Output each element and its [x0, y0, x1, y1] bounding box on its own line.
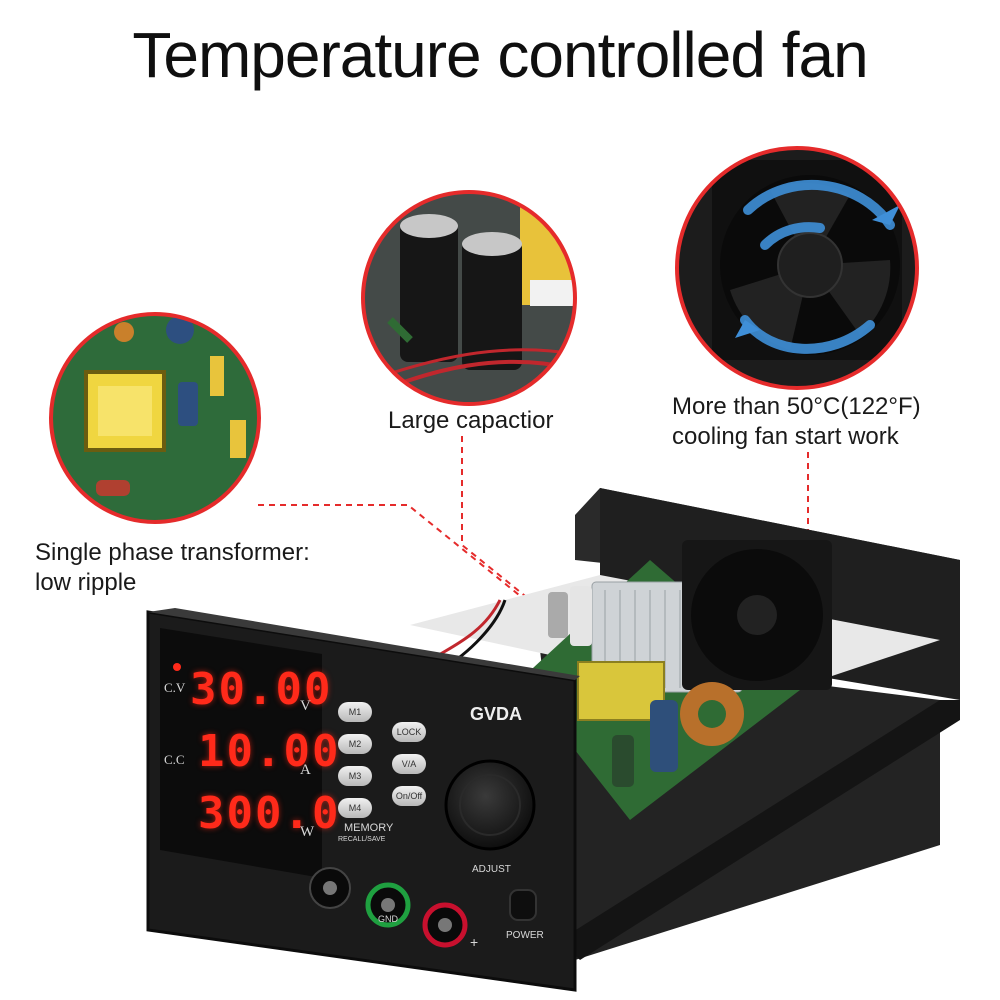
- transformer-leader: [258, 504, 541, 613]
- case-fan: [682, 540, 832, 690]
- capacitor-callout: Large capactior: [388, 407, 554, 434]
- power-button: [509, 889, 537, 921]
- power-label: POWER: [506, 930, 544, 941]
- fan-callout-line-1: More than 50°C(122°F): [672, 393, 921, 420]
- transformer-callout: Single phase transformer: low ripple: [35, 538, 310, 598]
- capacitor-part: [650, 700, 678, 772]
- adjust-knob: [444, 759, 536, 851]
- lock-key[interactable]: LOCK: [392, 722, 426, 742]
- transformer-callout-line-1: Single phase transformer:: [35, 539, 310, 566]
- memory-sub-label: RECALL/SAVE: [338, 836, 386, 843]
- unit-v: V: [300, 698, 311, 714]
- adjust-label: ADJUST: [472, 864, 511, 875]
- transformer-zoom-circle: [49, 312, 261, 524]
- page-title: Temperature controlled fan: [132, 19, 868, 91]
- capacitor-zoom-circle: [361, 190, 577, 406]
- cc-label: C.C: [164, 752, 185, 767]
- transformer-callout-line-2: low ripple: [35, 569, 137, 596]
- memory-key-m1[interactable]: M1: [338, 702, 372, 722]
- cv-indicator-led: [173, 663, 181, 671]
- memory-key-m4[interactable]: M4: [338, 798, 372, 818]
- brand-logo: GVDA: [470, 704, 523, 724]
- va-key[interactable]: V/A: [392, 754, 426, 774]
- voltage-readout: 30.00: [190, 664, 333, 715]
- cv-label: C.V: [164, 680, 186, 695]
- unit-w: W: [300, 824, 315, 840]
- display-window: [160, 628, 322, 878]
- capacitor-leader: [461, 436, 541, 609]
- memory-label: MEMORY: [344, 822, 394, 834]
- fan-callout-line-2: cooling fan start work: [672, 423, 899, 450]
- current-readout: 10.00: [198, 726, 341, 777]
- plus-label: +: [470, 934, 479, 950]
- memory-key-m2[interactable]: M2: [338, 734, 372, 754]
- unit-a: A: [300, 762, 311, 778]
- fan-callout: More than 50°C(122°F) cooling fan start …: [672, 392, 921, 452]
- power-supply-case: [410, 488, 960, 960]
- gnd-label: GND: [378, 914, 398, 924]
- memory-key-m3[interactable]: M3: [338, 766, 372, 786]
- power-readout: 300.0: [198, 788, 341, 839]
- transformer-part: [577, 661, 665, 721]
- onoff-key[interactable]: On/Off: [392, 786, 426, 806]
- fan-zoom-circle: [675, 146, 919, 390]
